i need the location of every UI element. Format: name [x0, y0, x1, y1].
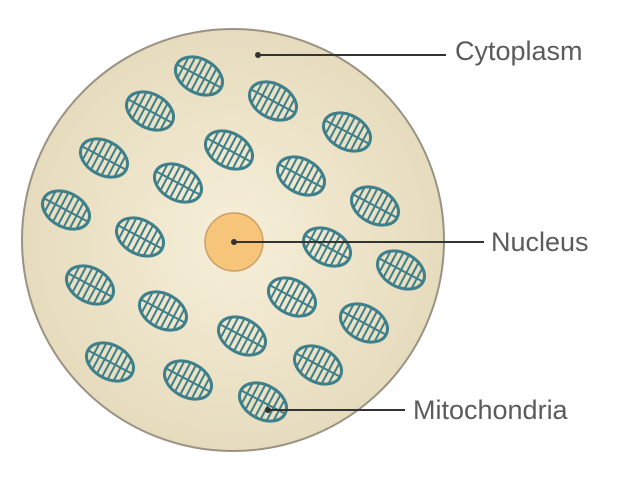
mitochondrion: [153, 159, 203, 207]
mitochondrion: [339, 299, 389, 347]
mitochondrion: [85, 338, 135, 386]
cytoplasm-leader-dot: [255, 52, 261, 58]
mitochondrion: [115, 213, 165, 261]
mitochondrion: [293, 341, 343, 389]
mitochondrion: [217, 312, 267, 360]
nucleus-leader-dot: [231, 239, 237, 245]
mitochondrion: [350, 182, 400, 230]
nucleus-label: Nucleus: [491, 227, 589, 257]
mitochondrion: [238, 378, 288, 426]
mitochondrion: [41, 186, 91, 234]
mitochondrion: [248, 77, 298, 125]
mitochondrion: [138, 287, 188, 335]
mitochondrion: [276, 152, 326, 200]
mitochondrion: [125, 87, 175, 135]
mitochondrion: [163, 356, 213, 404]
mitochondrion: [376, 246, 426, 294]
leader-lines: [231, 52, 484, 413]
mitochondria-label: Mitochondria: [413, 395, 568, 425]
mitochondrion: [322, 108, 372, 156]
cytoplasm-label: Cytoplasm: [455, 36, 583, 66]
mitochondria-group: [41, 52, 426, 426]
mitochondrion: [79, 134, 129, 182]
mitochondrion: [204, 126, 254, 174]
mitochondria-leader-dot: [265, 407, 271, 413]
mitochondrion: [174, 52, 224, 100]
mitochondrion: [65, 261, 115, 309]
mitochondrion: [267, 273, 317, 321]
